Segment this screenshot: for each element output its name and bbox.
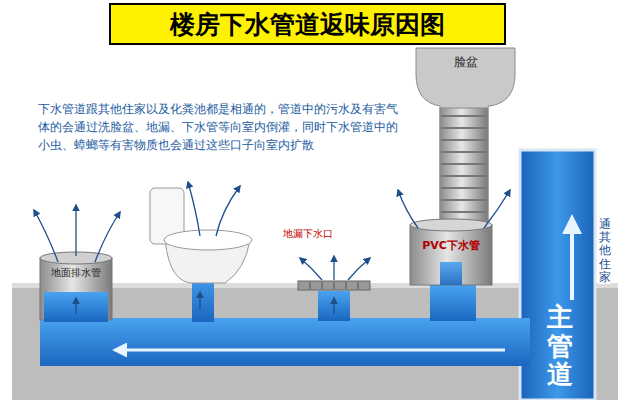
main-pipe	[520, 150, 595, 400]
title-text: 楼房下水管道返味原因图	[170, 8, 445, 41]
pvc-pipe-box: PVC下水管	[410, 234, 492, 256]
title-box	[110, 4, 505, 44]
node-text: 主管道	[547, 303, 573, 389]
title: 楼房下水管道返味原因图	[110, 4, 505, 44]
node-text: PVC下水管	[422, 238, 480, 253]
basin-box: 脸盆	[425, 50, 507, 74]
node-text: 地面排水管	[51, 266, 101, 280]
note-text: 下水管道跟其他住家以及化粪池都是相通的，管道中的污水及有害气体的会通过洗脸盆、地…	[38, 100, 400, 154]
pvc-pipe	[410, 219, 492, 321]
toilet	[150, 188, 252, 322]
horizontal-pipe	[40, 318, 530, 366]
main-pipe-box: 主管道	[540, 300, 580, 392]
floor-drain	[298, 281, 370, 321]
pipe-label-box: 地面排水管	[40, 262, 112, 284]
node-text: 脸盆	[454, 54, 478, 71]
direction-label: 通其他住家	[599, 218, 611, 284]
basin	[416, 48, 515, 225]
gas-arrows	[34, 182, 510, 314]
drain-label: 地漏下水口	[283, 226, 333, 241]
